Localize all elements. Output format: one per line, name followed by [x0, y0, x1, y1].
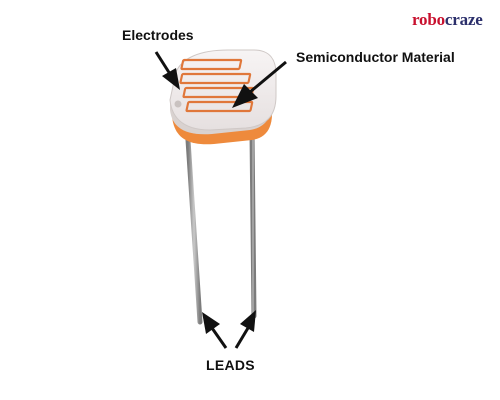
semiconductor-arrow-head — [232, 84, 258, 108]
leads-arrow-right-shaft — [234, 327, 250, 349]
ldr-body — [169, 49, 277, 145]
left-lead — [185, 137, 203, 325]
leads-arrow-right-head — [240, 310, 256, 332]
electrode-track — [180, 58, 243, 71]
right-lead — [249, 129, 257, 319]
electrode-track — [179, 72, 252, 85]
logo-part-craze: craze — [444, 10, 483, 29]
electrode-track — [185, 100, 254, 113]
logo-part-robo: robo — [412, 10, 445, 29]
electrodes-label: Electrodes — [122, 27, 194, 43]
body-dot — [174, 100, 182, 108]
electrodes-arrow-head — [162, 68, 180, 90]
arrows — [154, 51, 287, 349]
electrodes-arrow-shaft — [154, 51, 172, 75]
leads-arrow-left-head — [202, 312, 220, 334]
brand-logo: robocraze — [412, 10, 483, 30]
leads — [185, 129, 257, 325]
leads-label: LEADS — [206, 357, 255, 373]
semiconductor-label: Semiconductor Material — [296, 49, 455, 65]
leads-arrow-left-shaft — [210, 327, 228, 349]
semiconductor-arrow-shaft — [249, 60, 287, 94]
